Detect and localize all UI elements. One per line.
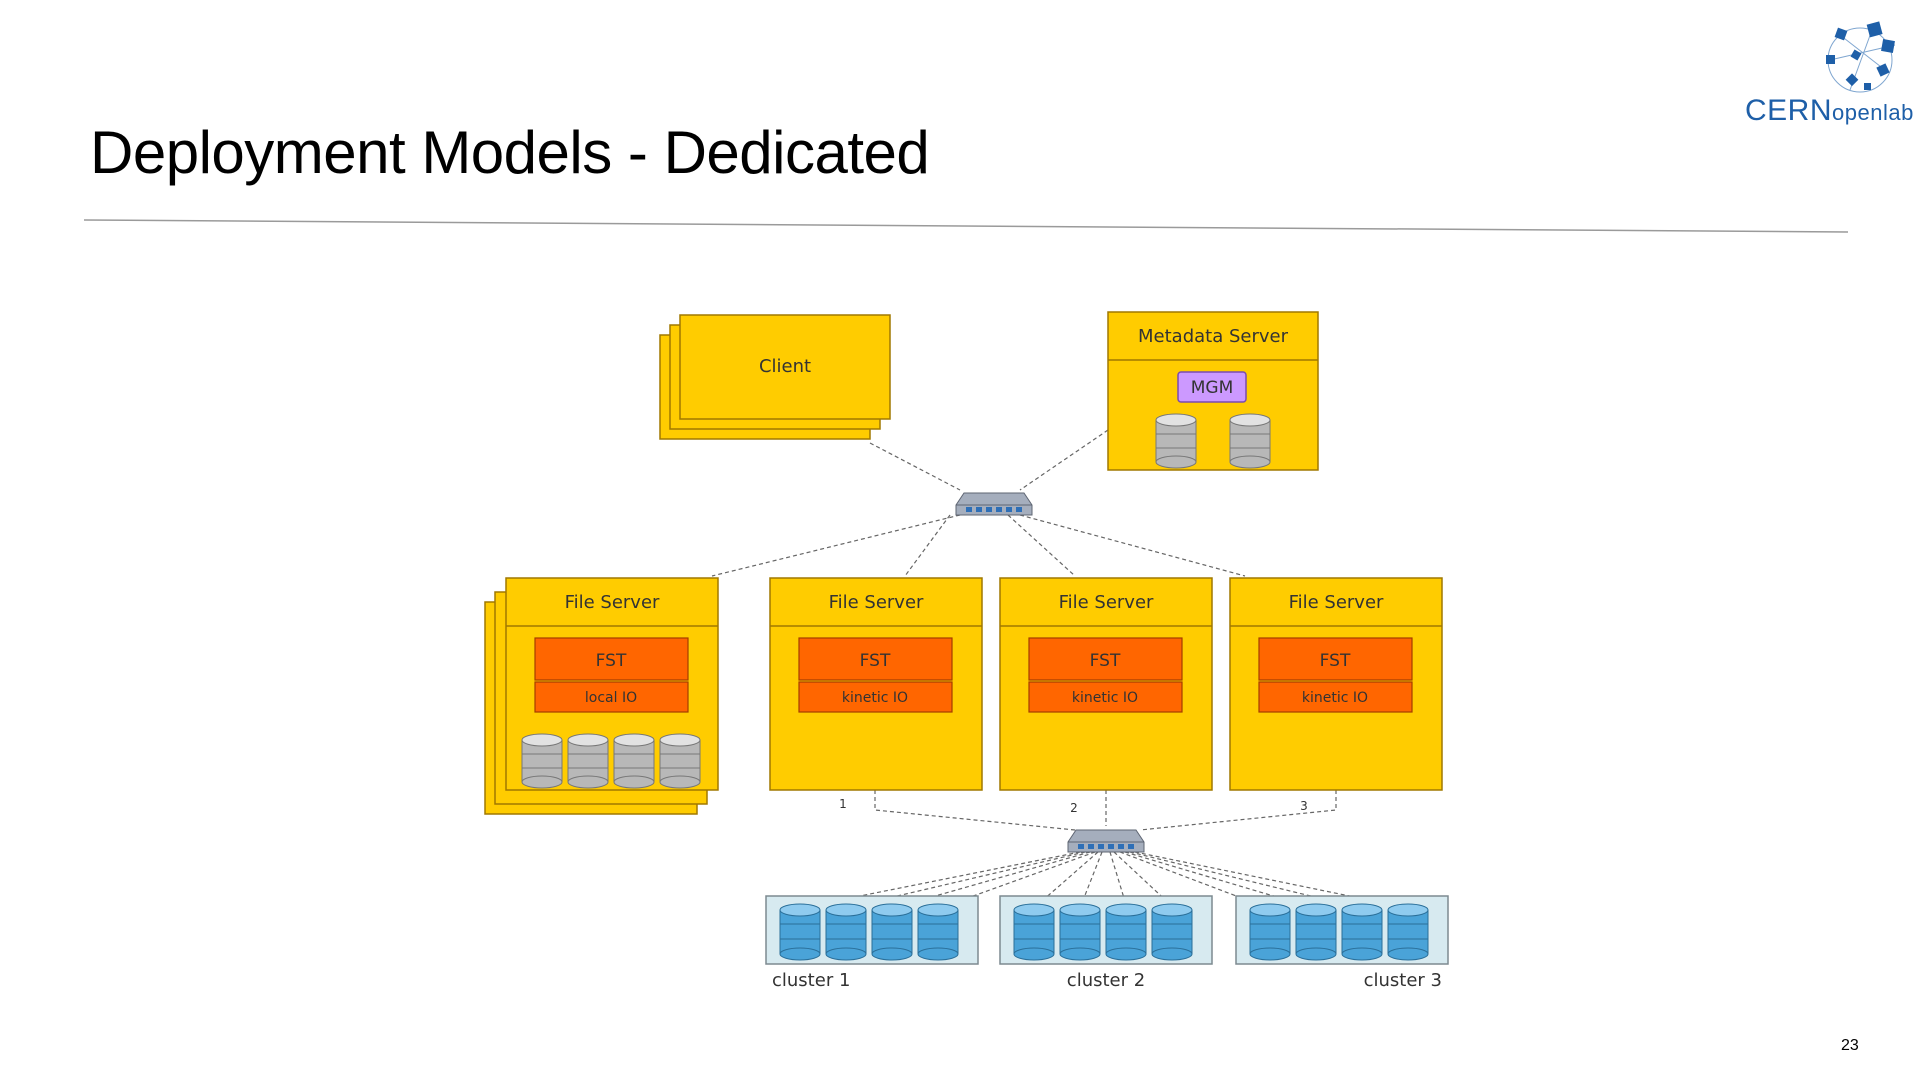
file-server-local: File Server FST local IO [484, 577, 719, 815]
link-number: 3 [1300, 799, 1308, 813]
io-label: kinetic IO [842, 690, 908, 706]
cluster-label: cluster 3 [1364, 970, 1442, 991]
fst-label: FST [1090, 651, 1121, 671]
kinetic-disk-icon [1013, 903, 1055, 961]
io-label: local IO [585, 690, 637, 706]
file-server-kinetic-1: File Server FST kinetic IO 1 [769, 577, 983, 811]
kinetic-disk-icon [1249, 903, 1291, 961]
kinetic-disk-icon [1059, 903, 1101, 961]
cluster-1: cluster 1 [765, 895, 979, 991]
kinetic-disk-icon [1151, 903, 1193, 961]
kinetic-disk-icon [825, 903, 867, 961]
metadata-disk-icon [1229, 413, 1271, 469]
metadata-server-node: Metadata Server MGM [1107, 311, 1319, 471]
io-label: kinetic IO [1302, 690, 1368, 706]
cern-openlab-logo-icon [1826, 21, 1896, 93]
kinetic-disk-icon [1295, 903, 1337, 961]
local-disk-icon [659, 733, 701, 789]
link-number: 1 [839, 797, 847, 811]
kinetic-disk-icon [871, 903, 913, 961]
metadata-disk-icon [1155, 413, 1197, 469]
io-label: kinetic IO [1072, 690, 1138, 706]
client-node: Client [659, 314, 891, 440]
cern-openlab-wordmark: CERNopenlab [1745, 94, 1914, 128]
local-disk-icon [567, 733, 609, 789]
fst-label: FST [1320, 651, 1351, 671]
logo-main-text: CERN [1745, 94, 1833, 127]
client-label: Client [759, 356, 811, 377]
kinetic-disk-icon [917, 903, 959, 961]
cluster-2: cluster 2 [999, 895, 1213, 991]
file-server-label: File Server [565, 592, 660, 613]
slide-title: Deployment Models - Dedicated [90, 119, 930, 186]
cluster-label: cluster 2 [1067, 970, 1145, 991]
kinetic-disk-icon [1387, 903, 1429, 961]
cluster-label: cluster 1 [772, 970, 850, 991]
local-disk-icon [521, 733, 563, 789]
file-server-kinetic-3: File Server FST kinetic IO 3 [1229, 577, 1443, 813]
file-server-label: File Server [1059, 592, 1154, 613]
kinetic-disk-icon [1105, 903, 1147, 961]
mgm-box [1177, 371, 1247, 403]
link-number: 2 [1070, 801, 1078, 815]
network-switch-icon [1067, 829, 1145, 853]
cluster-3: cluster 3 [1235, 895, 1449, 991]
title-divider [83, 219, 1849, 233]
kinetic-disk-icon [1341, 903, 1383, 961]
file-server-kinetic-2: File Server FST kinetic IO 2 [999, 577, 1213, 815]
fst-label: FST [596, 651, 627, 671]
kinetic-disk-icon [779, 903, 821, 961]
network-switch-icon [955, 492, 1033, 516]
file-server-label: File Server [829, 592, 924, 613]
logo-sub-text: openlab [1832, 100, 1914, 125]
page-number: 23 [1841, 1037, 1859, 1054]
local-disk-icon [613, 733, 655, 789]
metadata-server-label: Metadata Server [1138, 326, 1289, 347]
mgm-label: MGM [1191, 378, 1234, 398]
fst-label: FST [860, 651, 891, 671]
file-server-label: File Server [1289, 592, 1384, 613]
